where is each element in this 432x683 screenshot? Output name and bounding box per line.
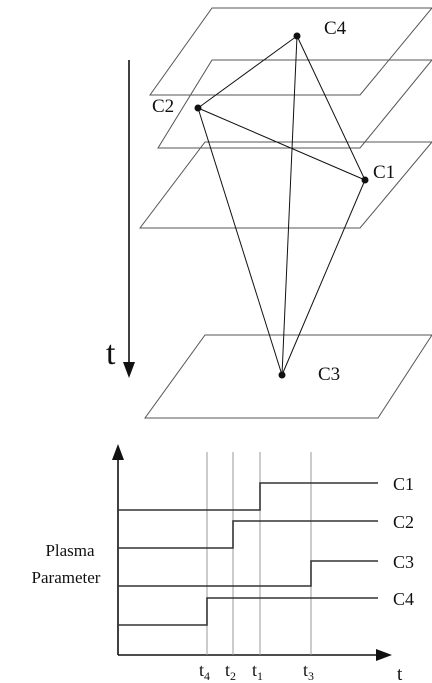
time-axis-label: t <box>106 335 116 372</box>
time-planes <box>138 7 432 419</box>
y-axis-arrowhead <box>112 444 124 460</box>
spacecraft-label-c3: C3 <box>318 364 340 385</box>
x-axis-title: t <box>397 664 403 683</box>
spacecraft-c3-point <box>278 371 286 379</box>
spacecraft-points <box>194 32 369 379</box>
edge-c4-c3 <box>281 35 298 376</box>
edge-c2-c4 <box>197 35 298 109</box>
time-arrow-head <box>123 362 135 378</box>
time-label-t3: t3 <box>303 660 314 683</box>
y-axis-title-line2: Parameter <box>32 568 101 587</box>
trace-label-c1: C1 <box>393 474 414 494</box>
trace-c3 <box>118 560 378 587</box>
plane-c2 <box>157 59 432 149</box>
plane-c3 <box>144 334 432 419</box>
edge-c4-c1 <box>296 35 366 181</box>
trace-label-c2: C2 <box>393 512 414 532</box>
spacecraft-c4-point <box>293 32 301 40</box>
spacecraft-c2-point <box>194 104 202 112</box>
spacecraft-traces <box>118 482 378 626</box>
time-tick-labels: t4 t2 t1 t3 <box>199 660 314 683</box>
trace-c2 <box>118 520 378 549</box>
time-label-t4: t4 <box>199 660 210 683</box>
edge-c2-c1 <box>197 107 366 181</box>
x-axis-arrowhead <box>376 649 392 661</box>
tetrahedron-edges <box>197 35 366 376</box>
spacecraft-label-c2: C2 <box>152 96 174 117</box>
y-axis-title: Plasma Parameter <box>32 541 101 587</box>
plane-c4 <box>149 7 432 96</box>
spacecraft-labels: C4 C2 C1 C3 <box>152 18 395 385</box>
trace-label-c4: C4 <box>393 589 414 609</box>
trace-c4 <box>118 597 378 626</box>
time-arrow: t <box>106 60 135 378</box>
plane-c1 <box>138 141 432 229</box>
time-label-t1: t1 <box>252 660 263 683</box>
edge-c2-c3 <box>197 107 283 376</box>
chart-axes <box>112 444 392 661</box>
spacecraft-label-c1: C1 <box>373 162 395 183</box>
time-label-t2: t2 <box>225 660 236 683</box>
y-axis-title-line1: Plasma <box>45 541 95 560</box>
spacecraft-c1-point <box>361 176 369 184</box>
spacecraft-label-c4: C4 <box>324 18 347 39</box>
trace-label-c3: C3 <box>393 552 414 572</box>
trace-c1 <box>118 482 378 511</box>
edge-c1-c3 <box>281 179 366 376</box>
